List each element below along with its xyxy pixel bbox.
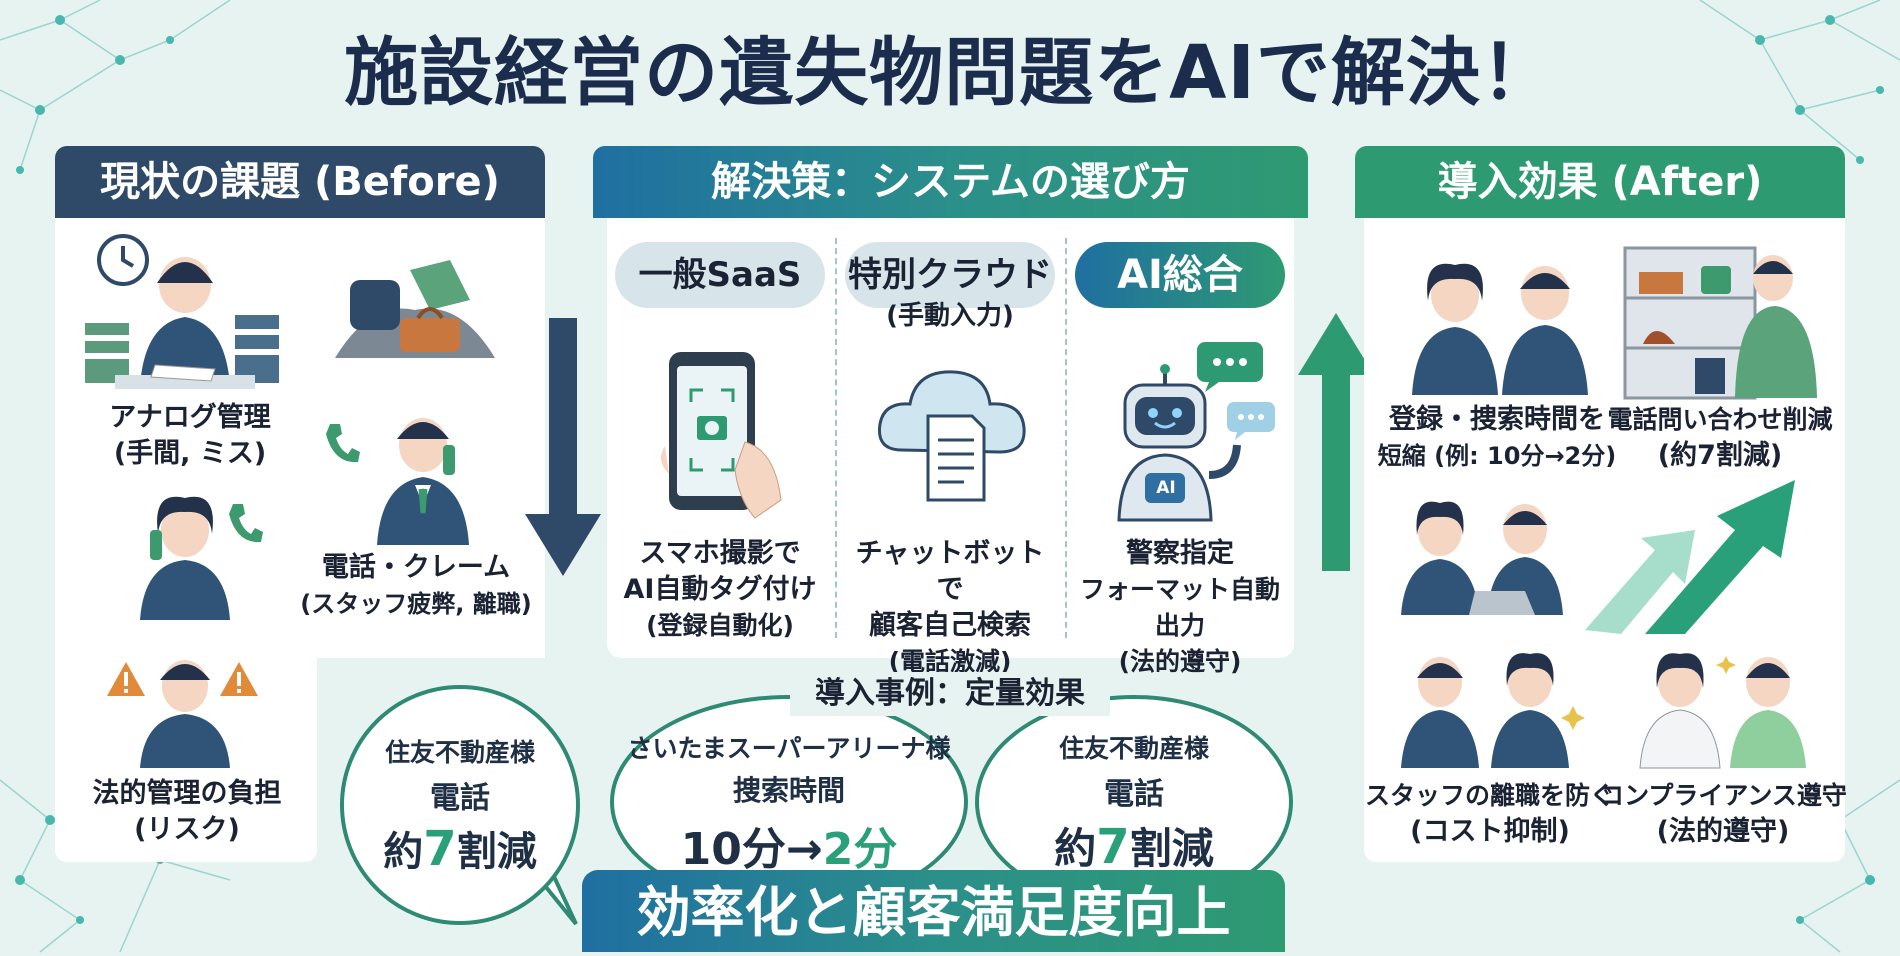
compliance-staff-illustration — [1639, 653, 1806, 769]
staff-on-phone-illustration — [377, 418, 469, 545]
before-item-3-subtitle: (リスク) — [134, 814, 240, 845]
option-special-cloud: 特別クラウド — [845, 242, 1055, 308]
after-item-4-label: コンプライアンス遵守 (法的遵守) — [1598, 778, 1848, 850]
staff-with-laptop-illustration — [1401, 501, 1563, 615]
solution-header: 解決策：システムの選び方 — [593, 146, 1308, 218]
phone-icon — [229, 504, 263, 543]
case-2-client: 住友不動産様 — [1058, 734, 1209, 763]
before-item-3-title: 法的管理の負担 — [92, 778, 282, 809]
desc-line: 顧客自己検索 — [869, 610, 1031, 641]
desc-line: (登録自動化) — [646, 611, 794, 640]
case-1-client: さいたまスーパーアリーナ様 — [627, 734, 951, 763]
after-item-1-subtitle: 短縮 (例: 10分→2分) — [1377, 442, 1617, 470]
option-ai-integrated-description: 警察指定 フォーマット自動出力 (法的遵守) — [1070, 536, 1290, 680]
before-item-2-subtitle: (スタッフ疲弊, 離職) — [300, 590, 532, 618]
robot-badge: AI — [1156, 478, 1176, 498]
after-item-2-subtitle: (約7割減) — [1657, 440, 1783, 471]
after-item-4-title: コンプライアンス遵守 — [1599, 781, 1847, 810]
solution-divider — [835, 238, 837, 638]
option-special-cloud-description: チャットボットで 顧客自己検索 (電話激減) — [845, 536, 1055, 680]
before-item-2-title: 電話・クレーム — [321, 552, 511, 583]
after-item-4-subtitle: (法的遵守) — [1656, 816, 1790, 847]
left-bubble-metric: 電話 — [430, 781, 490, 816]
result-number: 7 — [423, 821, 457, 877]
desc-line: チャットボットで — [855, 538, 1045, 605]
growth-arrows-icon — [1585, 480, 1795, 634]
happy-staff-pair-illustration — [1401, 653, 1585, 768]
desc-line: スマホ撮影で — [639, 538, 801, 569]
after-item-1-label: 登録・捜索時間を 短縮 (例: 10分→2分) — [1372, 402, 1622, 474]
desc-line: (法的遵守) — [1118, 647, 1242, 676]
stressed-staff-at-desk-illustration — [85, 257, 279, 389]
before-item-1-label: アナログ管理 (手間, ミス) — [80, 400, 300, 472]
page-title: 施設経営の遺失物問題をAIで解決！ — [344, 30, 1556, 116]
lost-items-pile-illustration — [335, 260, 495, 358]
after-item-2-title: 電話問い合わせ削減 — [1607, 405, 1833, 434]
desc-line: 警察指定 — [1126, 538, 1234, 569]
result-to: 2分 — [822, 824, 898, 875]
woman-on-phone-illustration — [140, 496, 230, 620]
result-suffix: 割減 — [1129, 824, 1214, 873]
chat-bubble-icon — [1197, 342, 1263, 392]
clock-icon — [97, 234, 149, 286]
after-item-3-title: スタッフの離職を防ぐ — [1365, 781, 1616, 810]
after-item-3-subtitle: (コスト抑制) — [1410, 816, 1570, 847]
left-result-bubble: 住友不動産様 電話 約7割減 — [340, 685, 580, 925]
after-header: 導入効果 (After) — [1355, 146, 1845, 218]
robot-icon — [1117, 364, 1241, 522]
before-item-3-label: 法的管理の負担 (リスク) — [68, 776, 306, 848]
worried-staff-illustration — [140, 660, 230, 768]
down-arrow-icon — [525, 318, 601, 576]
case-1-result: 10分→2分 — [614, 813, 964, 877]
desc-line: (電話激減) — [888, 647, 1012, 676]
result-prefix: 約 — [383, 829, 424, 875]
option-general-saas: 一般SaaS — [615, 242, 825, 308]
desc-line: AI自動タグ付け — [623, 574, 817, 605]
staff-pair-illustration — [1412, 263, 1588, 395]
after-item-1-title: 登録・捜索時間を — [1389, 404, 1605, 435]
option-special-cloud-note: (手動入力) — [886, 301, 1014, 331]
left-bubble-client: 住友不動産様 — [384, 738, 535, 767]
warning-icon — [220, 662, 258, 696]
shelf-icon — [1623, 246, 1817, 400]
after-item-2-label: 電話問い合わせ削減 (約7割減) — [1600, 402, 1840, 474]
solution-divider — [1065, 238, 1067, 638]
before-item-1-subtitle: (手間, ミス) — [113, 438, 267, 469]
before-item-2-label: 電話・クレーム (スタッフ疲弊, 離職) — [296, 550, 536, 622]
desc-line: フォーマット自動出力 — [1079, 575, 1280, 640]
before-item-1-title: アナログ管理 — [109, 402, 271, 433]
after-item-3-label: スタッフの離職を防ぐ (コスト抑制) — [1365, 778, 1615, 850]
phone-icon — [326, 424, 360, 463]
case-1-metric: 捜索時間 — [732, 774, 845, 807]
cases-header: 導入事例：定量効果 — [790, 672, 1110, 716]
warning-icon — [107, 662, 145, 696]
option-general-saas-description: スマホ撮影で AI自動タグ付け (登録自動化) — [615, 536, 825, 644]
case-2-metric: 電話 — [1104, 777, 1164, 812]
result-prefix: 約 — [1054, 824, 1097, 873]
smartphone-camera-icon — [660, 352, 782, 519]
result-from: 10分→ — [680, 824, 823, 875]
chat-bubble-icon — [1227, 402, 1275, 440]
before-header: 現状の課題 (Before) — [55, 146, 545, 218]
option-ai-integrated: AI総合 — [1075, 242, 1285, 308]
result-number: 7 — [1096, 819, 1130, 875]
up-arrow-icon — [1298, 313, 1374, 571]
case-2-result: 約7割減 — [979, 815, 1289, 876]
cloud-document-icon — [877, 370, 1026, 502]
left-bubble-result: 約7割減 — [344, 819, 576, 877]
bottom-banner: 効率化と顧客満足度向上 — [582, 870, 1285, 952]
result-suffix: 割減 — [456, 829, 537, 875]
